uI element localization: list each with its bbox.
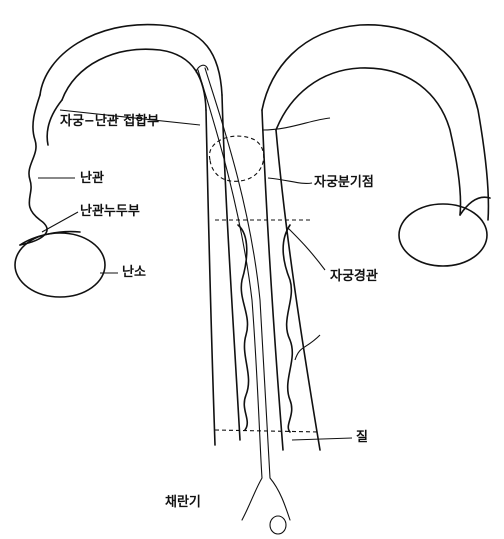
left-ovary [15, 233, 105, 297]
label-uterine-bifurcation: 자궁분기점 [314, 176, 374, 189]
leader-vagina [292, 438, 352, 440]
leader-bifurcation [268, 178, 312, 183]
leader-cervix-2 [295, 335, 320, 360]
catheter-bulb [270, 516, 286, 534]
right-horn-outer [262, 25, 488, 220]
leader-infundibulum [42, 212, 78, 232]
left-tube-line [20, 95, 47, 245]
left-horn-inner [62, 49, 206, 110]
right-tube-line [460, 197, 490, 215]
label-utero-tubal-junction: 자궁−난관 접합부 [60, 115, 159, 128]
label-fallopian-tube: 난관 [80, 172, 104, 185]
label-cervix: 자궁경관 [330, 270, 378, 283]
leader-bifurcation-upper [262, 118, 330, 130]
right-ovary [399, 204, 487, 266]
catheter-left [198, 70, 262, 520]
leader-cervix [288, 228, 325, 270]
label-vagina: 질 [356, 431, 368, 444]
right-horn-inner [276, 68, 461, 215]
label-egg-collector: 채란기 [165, 496, 201, 509]
left-horn-outer [40, 25, 222, 95]
label-infundibulum: 난관누두부 [80, 205, 140, 218]
label-ovary: 난소 [122, 266, 146, 279]
cervix-left-folds [238, 225, 249, 430]
uterus-left-wall-2 [222, 95, 240, 440]
